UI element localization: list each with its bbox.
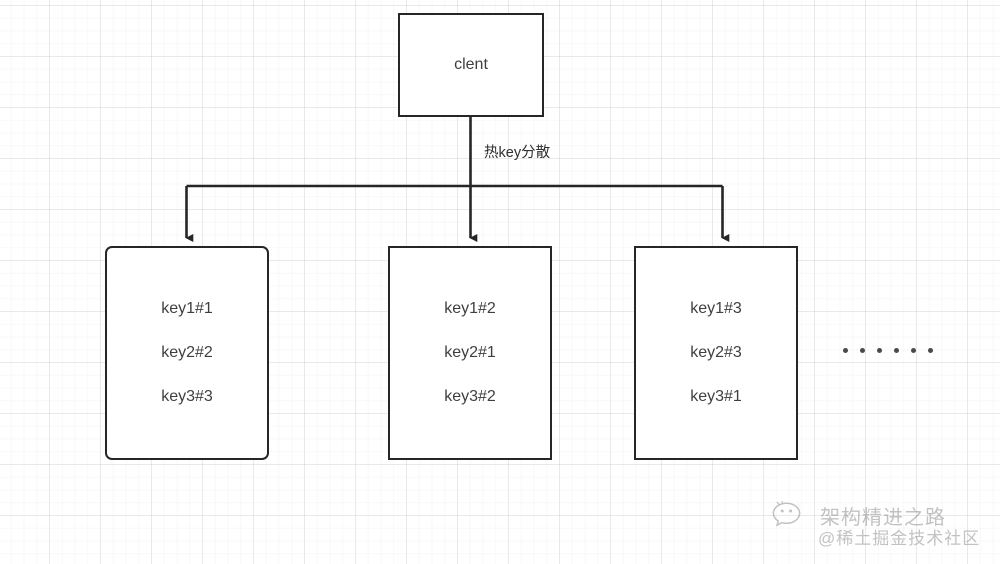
watermark-subtitle: @稀土掘金技术社区 [818,529,981,548]
node-shard-2[interactable]: key1#2 key2#1 key3#2 [388,246,552,460]
ellipsis-dot [843,348,848,353]
shard-2-key-line: key3#2 [444,388,496,405]
ellipsis-dot [877,348,882,353]
watermark-title: 架构精进之路 [820,506,946,529]
shard-3-key-line: key2#3 [690,344,742,361]
shard-1-key-line: key2#2 [161,344,213,361]
shard-3-key-line: key3#1 [690,388,742,405]
node-shard-3[interactable]: key1#3 key2#3 key3#1 [634,246,798,460]
shard-1-key-line: key1#1 [161,300,213,317]
shard-3-key-line: key1#3 [690,300,742,317]
node-client-label: clent [454,56,488,73]
node-client[interactable]: clent [398,13,544,117]
shard-2-key-line: key2#1 [444,344,496,361]
ellipsis-dot [928,348,933,353]
ellipsis-dot [894,348,899,353]
node-shard-1[interactable]: key1#1 key2#2 key3#3 [105,246,269,460]
edge-label-hotkey-split: 热key分散 [484,145,551,161]
ellipsis-dot [860,348,865,353]
watermark: 架构精进之路 @稀土掘金技术社区 [770,498,996,556]
shard-2-key-line: key1#2 [444,300,496,317]
watermark-title-row: 架构精进之路 [770,500,946,530]
shard-1-key-line: key3#3 [161,388,213,405]
wechat-icon [772,501,801,527]
ellipsis-dot [911,348,916,353]
ellipsis-more-shards [843,348,933,353]
